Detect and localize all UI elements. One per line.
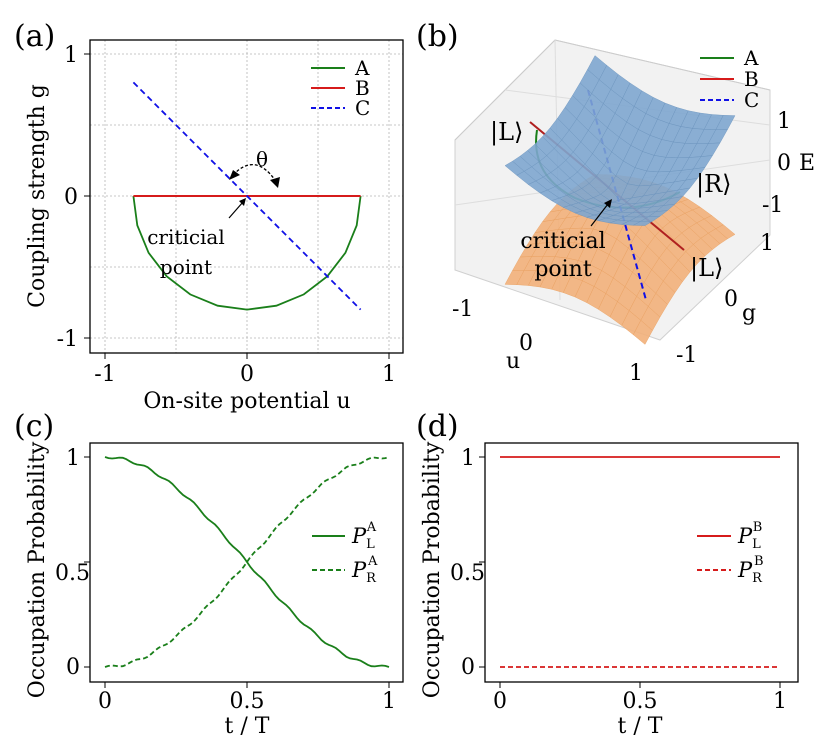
panel-a-xtick: 0 <box>240 362 254 387</box>
panel-c-legend: PLA PRA <box>312 520 378 586</box>
panel-c-xtick: 1 <box>382 689 396 714</box>
panel-a-xtick: 1 <box>382 362 396 387</box>
legend-pl-a: PLA <box>351 520 377 552</box>
legend-a: A <box>354 56 370 80</box>
legend-pl-b: PLB <box>737 520 762 552</box>
panel-d-legend: PLB PRB <box>697 520 764 586</box>
e-tick: -1 <box>762 193 783 218</box>
panel-a-ytick: -1 <box>57 327 78 352</box>
panel-d-xtick: 1 <box>773 689 787 714</box>
panel-a-label: (a) <box>14 19 55 54</box>
panel-a-ytick: 0 <box>64 185 78 210</box>
state-l-top: |L⟩ <box>490 118 523 147</box>
panel-a-legend: A B C <box>311 56 370 120</box>
legend-c: C <box>355 96 370 120</box>
u-tick: 1 <box>629 361 643 386</box>
panel-d-label: (d) <box>416 409 459 444</box>
critical-point-label-line1: criticial <box>520 229 605 254</box>
series-pl-a <box>104 456 390 668</box>
critical-point-label-line1: criticial <box>147 225 225 249</box>
e-axis-label: E <box>799 151 815 176</box>
legend-b: B <box>355 76 370 100</box>
panel-c-ytick: 0 <box>66 655 80 680</box>
panel-a-y-ticks: 1 0 -1 <box>57 43 90 352</box>
panel-a-xtick: -1 <box>94 362 115 387</box>
g-tick: -1 <box>676 343 697 368</box>
panel-a-ylabel: Coupling strength g <box>25 84 50 308</box>
panel-c-ytick: 0.5 <box>55 561 90 586</box>
theta-symbol: θ <box>256 147 268 171</box>
panel-b-u-axis: -1 0 u 1 <box>452 297 643 386</box>
panel-d-xtick: 0 <box>493 689 507 714</box>
path-a-semicircle <box>132 195 362 311</box>
panel-d-xlabel: t / T <box>618 714 663 739</box>
u-tick: -1 <box>452 297 473 322</box>
e-tick: 1 <box>777 109 791 134</box>
u-axis-label: u <box>506 349 520 374</box>
theta-annotation: θ <box>229 147 280 188</box>
panel-b-critical-point-annotation: criticial point <box>520 199 612 282</box>
legend-pr-a: PRA <box>351 554 378 586</box>
panel-c-xlabel: t / T <box>225 714 270 739</box>
path-c-3d <box>587 89 647 301</box>
panel-a-xlabel: On-site potential u <box>143 389 350 414</box>
g-tick: 1 <box>760 231 774 256</box>
panel-d-y-ticks: 1 0.5 0 <box>450 446 485 680</box>
g-tick: 0 <box>724 287 738 312</box>
panel-a-x-ticks: -1 0 1 <box>94 353 396 387</box>
panel-b-g-axis: 1 0 g -1 <box>676 231 774 368</box>
panel-d-x-ticks: 0 0.5 1 <box>493 682 787 714</box>
panel-d-ylabel: Occupation Probability <box>420 441 445 698</box>
legend-b: B <box>744 67 759 91</box>
panel-b-e-axis: 1 0 E -1 <box>762 109 815 218</box>
panel-d-ytick: 0 <box>461 655 475 680</box>
panel-d-xtick: 0.5 <box>623 689 658 714</box>
e-tick: 0 <box>777 151 791 176</box>
upper-band-surface <box>504 55 736 226</box>
panel-a-critical-point-annotation: criticial point <box>147 198 246 279</box>
panel-b-legend: A B C <box>700 46 759 112</box>
path-c-line <box>132 81 362 311</box>
panel-a-ytick: 1 <box>64 43 78 68</box>
state-l-right: |L⟩ <box>690 254 723 283</box>
legend-c: C <box>744 88 759 112</box>
panel-b-label: (b) <box>416 19 459 54</box>
panel-d-ytick: 1 <box>461 446 475 471</box>
panel-c-ytick: 1 <box>66 446 80 471</box>
legend-pr-b: PRB <box>737 554 764 586</box>
g-axis-label: g <box>742 301 756 326</box>
panel-c-y-ticks: 1 0.5 0 <box>55 446 90 680</box>
panel-c-ylabel: Occupation Probability <box>25 441 50 698</box>
panel-c-x-ticks: 0 0.5 1 <box>98 682 396 714</box>
state-r: |R⟩ <box>696 170 732 199</box>
u-tick: 0 <box>519 331 533 356</box>
critical-point-label-line2: point <box>160 255 212 279</box>
series-pr-a <box>104 456 390 668</box>
panel-c-xtick: 0 <box>98 689 112 714</box>
panel-c-label: (c) <box>14 409 54 444</box>
legend-a: A <box>743 46 759 70</box>
panel-c-xtick: 0.5 <box>230 689 265 714</box>
critical-point-label-line2: point <box>534 257 592 282</box>
panel-d-ytick: 0.5 <box>450 561 485 586</box>
